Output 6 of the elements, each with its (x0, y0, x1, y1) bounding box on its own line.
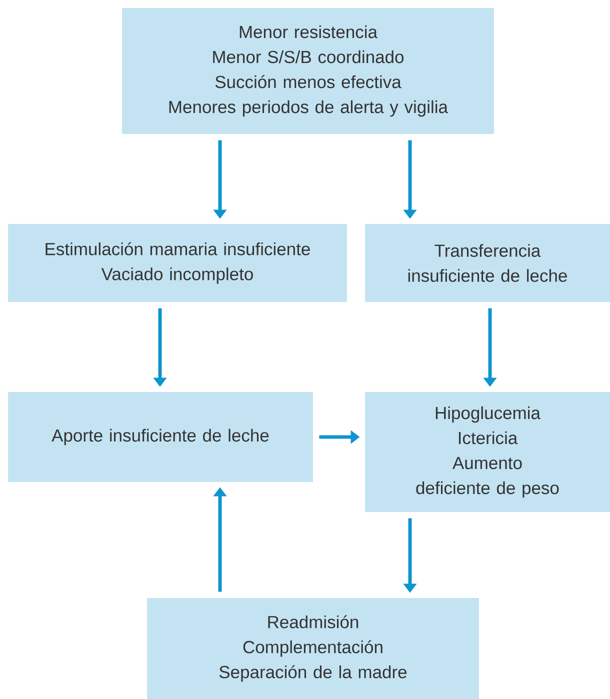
process-box: Aporte insuficiente de leche (8, 392, 313, 482)
process-box: Estimulación mamaria insuficiente Vaciado incompleto (8, 224, 347, 302)
process-box: Menor resistencia Menor S/S/B coordinado Succión menos efectiva Menores periodos de alerta y vigilia (122, 8, 494, 134)
process-box: Transferencia insuficiente de leche (365, 224, 610, 302)
process-box: Hipoglucemia Ictericia Aumento deficiente de peso (365, 392, 610, 512)
process-box: Readmisión Complementación Separación de la madre (147, 598, 479, 699)
